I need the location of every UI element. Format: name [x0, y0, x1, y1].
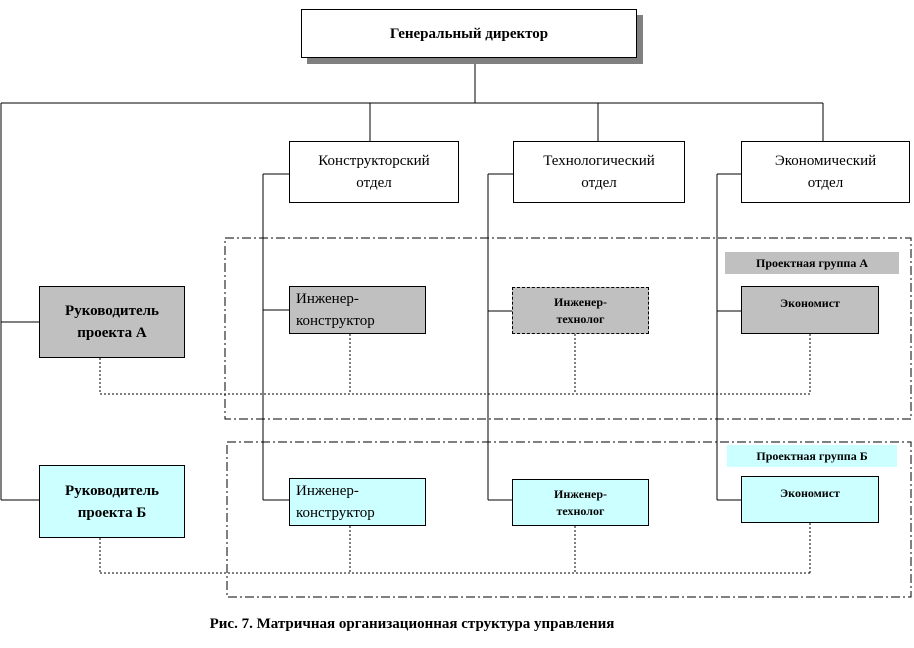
project-group-b-label: Проектная группа Б: [727, 445, 897, 467]
technology-department-label: Технологический отдел: [543, 153, 655, 191]
technology-department-box: Технологический отдел: [513, 141, 685, 203]
group-b-engineer-technologist-label: Инженер- технолог: [553, 486, 608, 518]
group-a-engineer-designer-label: Инженер- конструктор: [296, 291, 375, 329]
group-a-economist-label: Экономист: [780, 296, 840, 310]
group-b-engineer-designer-box: Инженер- конструктор: [289, 478, 426, 526]
economics-department-box: Экономический отдел: [741, 141, 910, 203]
project-group-a-text: Проектная группа А: [755, 255, 868, 270]
economics-department-label: Экономический отдел: [774, 153, 877, 191]
general-director-box: Генеральный директор: [301, 9, 637, 58]
group-b-engineer-designer-label: Инженер- конструктор: [296, 483, 375, 521]
general-director-label: Генеральный директор: [389, 25, 549, 42]
design-department-box: Конструкторский отдел: [289, 141, 459, 203]
group-b-economist-box: Экономист: [741, 476, 879, 523]
group-a-engineer-designer-box: Инженер- конструктор: [289, 286, 426, 334]
project-a-manager-label: Руководитель проекта А: [65, 303, 159, 341]
project-b-manager-box: Руководитель проекта Б: [39, 465, 185, 538]
design-department-label: Конструкторский отдел: [318, 153, 430, 191]
group-b-economist-label: Экономист: [780, 486, 840, 500]
group-a-economist-box: Экономист: [741, 286, 879, 334]
project-a-manager-box: Руководитель проекта А: [39, 286, 185, 358]
group-a-engineer-technologist-label: Инженер- технолог: [553, 294, 608, 326]
project-group-b-text: Проектная группа Б: [756, 448, 868, 463]
figure-caption: Рис. 7. Матричная организационная структ…: [209, 616, 615, 632]
group-a-engineer-technologist-box: Инженер- технолог: [512, 287, 649, 334]
group-b-engineer-technologist-box: Инженер- технолог: [512, 479, 649, 526]
project-b-manager-label: Руководитель проекта Б: [65, 482, 159, 521]
project-group-a-label: Проектная группа А: [725, 252, 899, 274]
